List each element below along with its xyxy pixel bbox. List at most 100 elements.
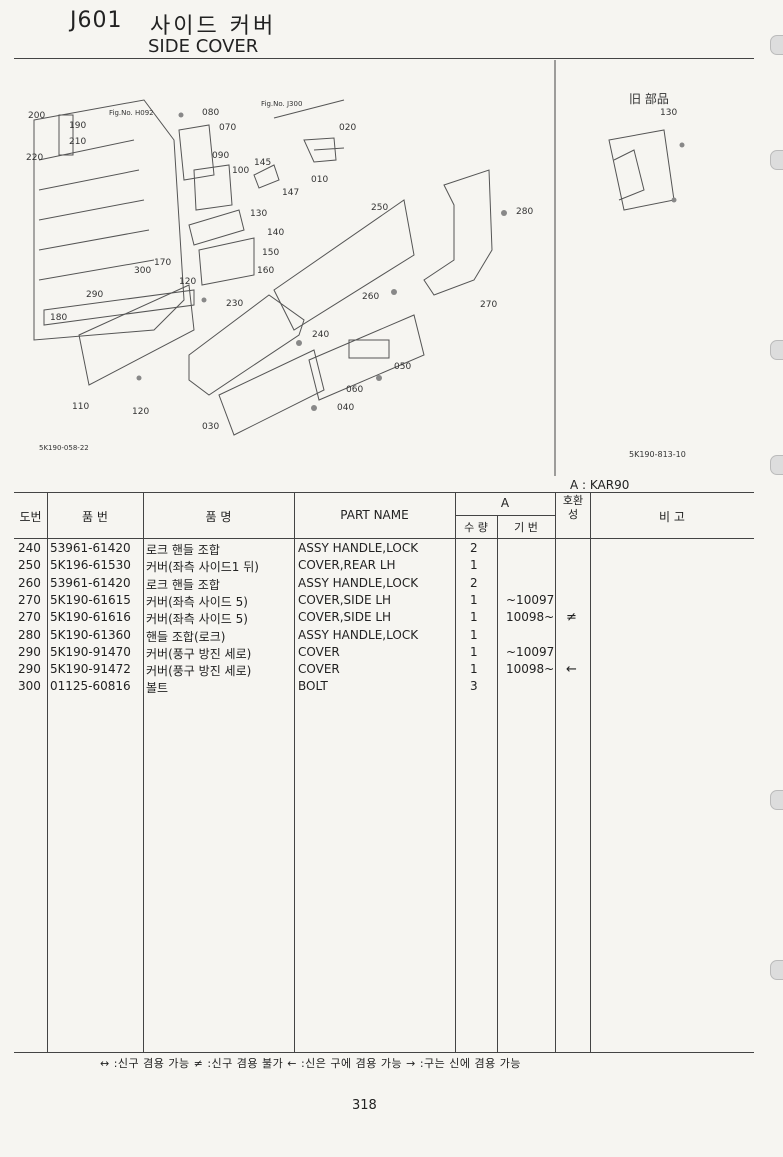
diagram-code-left: 5K190-058-22 [39,444,89,452]
cell-part-name: COVER [298,662,340,677]
cell-no: 270 [18,592,41,607]
cell-no: 260 [18,575,41,590]
callout-200: 200 [28,111,45,121]
header-divider [14,58,754,59]
cell-part-no: 5K196-61530 [50,558,131,573]
cell-part-no: 5K190-61360 [50,627,131,642]
compatibility-legend: ↔ :신구 겸용 가능 ≠ :신구 겸용 불가 ← :신은 구에 겸용 가능 →… [100,1057,521,1070]
cell-no: 250 [18,558,41,573]
callout-140: 140 [267,228,284,238]
callout-240: 240 [312,330,329,340]
cell-part-name: ASSY HANDLE,LOCK [298,575,419,590]
cell-serial: 10098~ [506,610,555,625]
callout-147: 147 [282,188,299,198]
cell-qty: 1 [470,592,478,607]
callout-130-inset: 130 [660,108,677,118]
cell-no: 240 [18,541,41,555]
cell-name-ko: 핸들 조합(로크) [146,629,226,644]
binder-hole [770,960,783,980]
binder-hole [770,790,783,810]
page-number: 318 [352,1098,377,1113]
cell-serial: ~10097 [506,644,555,659]
callout-290: 290 [86,290,103,300]
cell-qty: 2 [470,541,478,555]
callout-120b: 120 [132,407,149,417]
callout-060: 060 [346,385,363,395]
callout-110: 110 [72,402,89,412]
callout-100: 100 [232,166,249,176]
table-row: 240 53961-61420 로크 핸들 조합 ASSY HANDLE,LOCK 2 [0,541,783,558]
cell-part-name: BOLT [298,679,328,694]
cell-serial: ~10097 [506,592,555,607]
callout-180: 180 [50,313,67,323]
cell-part-no: 01125-60816 [50,679,131,694]
callout-130: 130 [250,209,267,219]
cell-name-ko: 로크 핸들 조합 [146,543,220,557]
cell-serial: 10098~ [506,662,555,677]
cell-qty: 1 [470,558,478,573]
cell-part-no: 53961-61420 [50,575,131,590]
callout-190: 190 [69,121,86,131]
callout-030: 030 [202,422,219,432]
col-header-serial: 기 번 [514,521,538,534]
cell-name-ko: 커버(풍구 방진 세로) [146,664,252,679]
col-header-qty: 수 량 [464,521,488,534]
cell-no: 300 [18,679,41,694]
callout-145: 145 [254,158,271,168]
cell-compat: ← [566,662,577,678]
col-header-group-a: A [500,496,510,510]
callout-300: 300 [134,266,151,276]
cell-part-no: 5K190-61616 [50,610,131,625]
cell-part-no: 53961-61420 [50,541,131,555]
callout-070: 070 [219,123,236,133]
cell-name-ko: 커버(좌측 사이드 5) [146,612,248,627]
callout-010: 010 [311,175,328,185]
cell-no: 290 [18,644,41,659]
cell-part-name: COVER,SIDE LH [298,610,392,625]
cell-qty: 1 [470,627,478,642]
col-header-part-no: 품 번 [82,510,108,524]
callout-020: 020 [339,123,356,133]
callout-050: 050 [394,362,411,372]
cell-part-name: ASSY HANDLE,LOCK [298,541,419,555]
col-header-part-name: PART NAME [340,508,409,522]
section-code: J601 [70,8,123,33]
callout-080: 080 [202,108,219,118]
callout-160: 160 [257,266,274,276]
exploded-diagram: 200 190 210 220 080 070 020 090 100 145 … [14,60,754,476]
table-row: 280 5K190-61360 핸들 조합(로크) ASSY HANDLE,LOCK 1 [0,628,783,645]
cell-qty: 1 [470,662,478,677]
cell-part-no: 5K190-61615 [50,592,131,607]
cell-qty: 3 [470,679,478,694]
callout-260: 260 [362,292,379,302]
cell-part-name: ASSY HANDLE,LOCK [298,627,419,642]
callout-270: 270 [480,300,497,310]
col-header-compat: 호환성 [562,494,584,521]
cell-no: 270 [18,610,41,625]
col-header-no: 도번 [19,510,42,524]
old-parts-label: 旧 部品 [629,92,669,106]
cell-no: 280 [18,627,41,642]
cell-part-name: COVER,SIDE LH [298,592,392,607]
cell-qty: 1 [470,610,478,625]
cell-part-no: 5K190-91470 [50,644,131,659]
cell-no: 290 [18,662,41,677]
callout-040: 040 [337,403,354,413]
callout-210: 210 [69,137,86,147]
binder-hole [770,150,783,170]
cell-compat: ≠ [566,610,577,626]
diagram-drawing: 200 190 210 220 080 070 020 090 100 145 … [26,60,685,476]
binder-hole [770,340,783,360]
callout-170: 170 [154,258,171,268]
callout-280: 280 [516,207,533,217]
cell-qty: 2 [470,575,478,590]
callout-150: 150 [262,248,279,258]
callout-250: 250 [371,203,388,213]
binder-hole [770,455,783,475]
cell-name-ko: 커버(좌측 사이드1 뒤) [146,560,259,575]
